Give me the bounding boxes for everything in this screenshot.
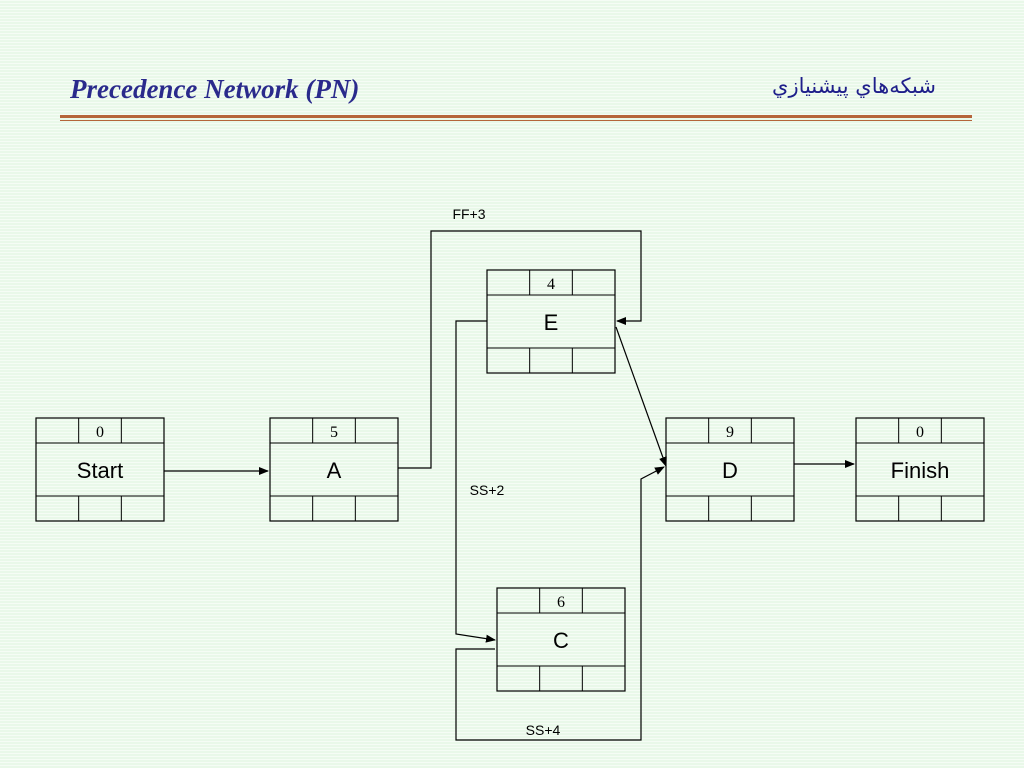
- node-frame: [486, 269, 616, 374]
- activity-node-d[interactable]: 9D: [665, 417, 795, 522]
- node-duration: 6: [557, 594, 565, 611]
- node-name: C: [553, 628, 569, 653]
- slide-title-persian: شبکه‌هاي پيشنيازي: [772, 74, 936, 98]
- dependency-link-e-c: [455, 320, 496, 643]
- node-duration: 0: [96, 424, 104, 441]
- lag-label-e-c: SS+2: [470, 482, 505, 498]
- node-frame: [855, 417, 985, 522]
- node-duration: 9: [726, 424, 734, 441]
- node-name: Start: [77, 458, 123, 483]
- node-duration: 0: [916, 424, 924, 441]
- node-frame: [665, 417, 795, 522]
- activity-node-a[interactable]: 5A: [269, 417, 399, 522]
- dependency-link-c-d: [455, 466, 665, 741]
- node-name: E: [544, 310, 559, 335]
- title-divider-thin: [60, 120, 972, 121]
- slide-title: Precedence Network (PN): [70, 74, 360, 104]
- title-divider-thick: [60, 115, 972, 118]
- node-frame: [269, 417, 399, 522]
- lag-label-c-d: SS+4: [526, 722, 561, 738]
- dependency-link-a-e: [398, 230, 642, 469]
- dependency-link-e-d: [615, 326, 667, 467]
- node-name: A: [327, 458, 342, 483]
- node-duration: 4: [547, 276, 555, 293]
- node-frame: [35, 417, 165, 522]
- node-duration: 5: [330, 424, 338, 441]
- activity-node-c[interactable]: 6C: [496, 587, 626, 692]
- node-name: D: [722, 458, 738, 483]
- activity-node-e[interactable]: 4E: [486, 269, 616, 374]
- lag-label-a-e: FF+3: [452, 206, 485, 222]
- node-name: Finish: [891, 458, 950, 483]
- node-frame: [496, 587, 626, 692]
